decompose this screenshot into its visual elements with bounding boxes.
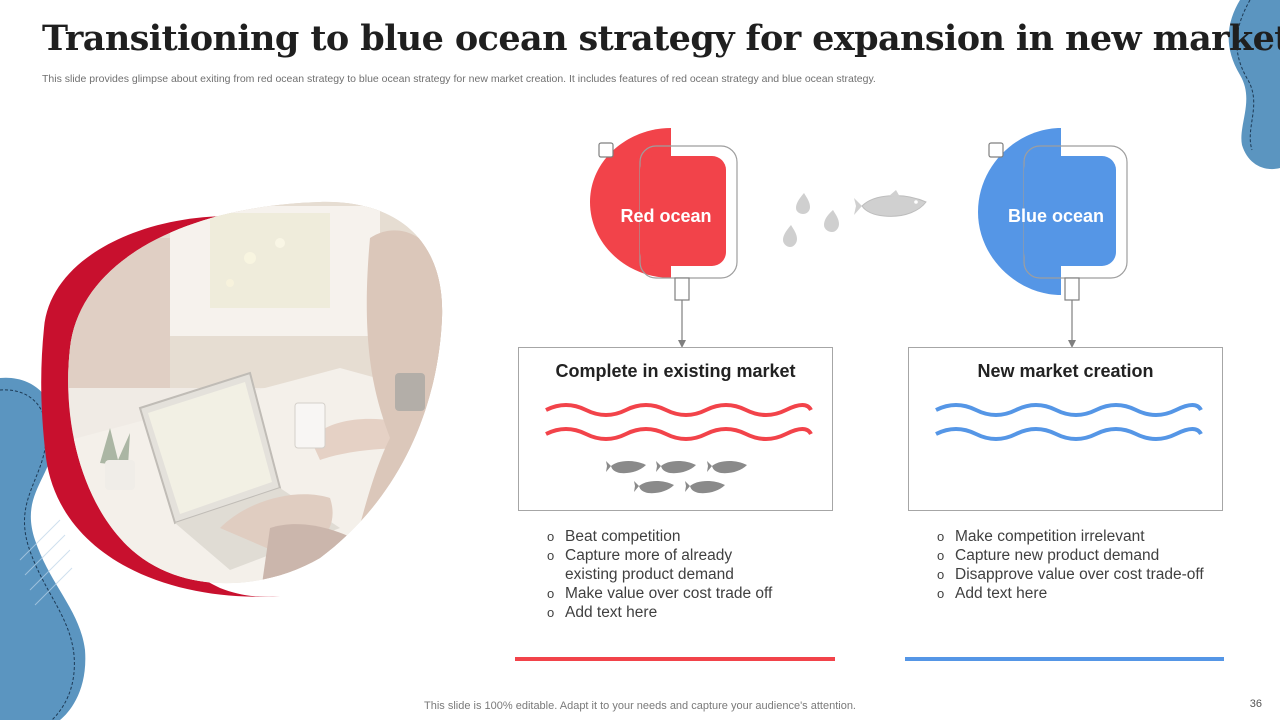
list-item: Disapprove value over cost trade-off [937, 565, 1227, 584]
fish-icon [854, 190, 927, 217]
list-item: Add text here [937, 584, 1227, 603]
fish-drops-decor [783, 190, 927, 247]
footer-note: This slide is 100% editable. Adapt it to… [424, 700, 856, 712]
blue-ocean-tank [978, 128, 1128, 348]
red-waves [545, 403, 813, 494]
water-drop-icon [824, 210, 839, 232]
list-item: Make competition irrelevant [937, 527, 1227, 546]
bottom-left-blob [0, 377, 86, 720]
fish-icon [707, 460, 747, 474]
red-ocean-tank [590, 128, 738, 348]
blue-ocean-bullets: Make competition irrelevant Capture new … [937, 527, 1227, 603]
list-item: Make value over cost trade off [547, 584, 817, 603]
red-ocean-box-title: Complete in existing market [555, 361, 796, 381]
photo-frame [41, 201, 443, 597]
red-ocean-label: Red ocean [620, 206, 712, 226]
red-ocean-box: Complete in existing market [518, 347, 833, 511]
blue-ocean-box: New market creation [908, 347, 1223, 511]
blue-underline-bar [905, 657, 1224, 661]
water-drop-icon [783, 225, 797, 247]
water-drop-icon [796, 193, 810, 214]
list-item: Capture new product demand [937, 546, 1227, 565]
red-ocean-bullets: Beat competition Capture more of already… [547, 527, 817, 622]
list-item: Add text here [547, 603, 817, 622]
blue-ocean-label: Blue ocean [1007, 206, 1105, 226]
blue-waves [935, 403, 1203, 441]
page-number: 36 [1249, 698, 1262, 710]
blue-ocean-box-title: New market creation [977, 361, 1154, 381]
page-subtitle: This slide provides glimpse about exitin… [42, 73, 876, 85]
page-title: Transitioning to blue ocean strategy for… [42, 18, 1280, 59]
top-right-blob [1228, 0, 1280, 170]
fish-icon [634, 480, 674, 494]
fish-icon [606, 460, 646, 474]
list-item: Capture more of already existing product… [547, 546, 765, 584]
fish-icon [685, 480, 725, 494]
red-underline-bar [515, 657, 835, 661]
list-item: Beat competition [547, 527, 817, 546]
fish-icon [656, 460, 696, 474]
